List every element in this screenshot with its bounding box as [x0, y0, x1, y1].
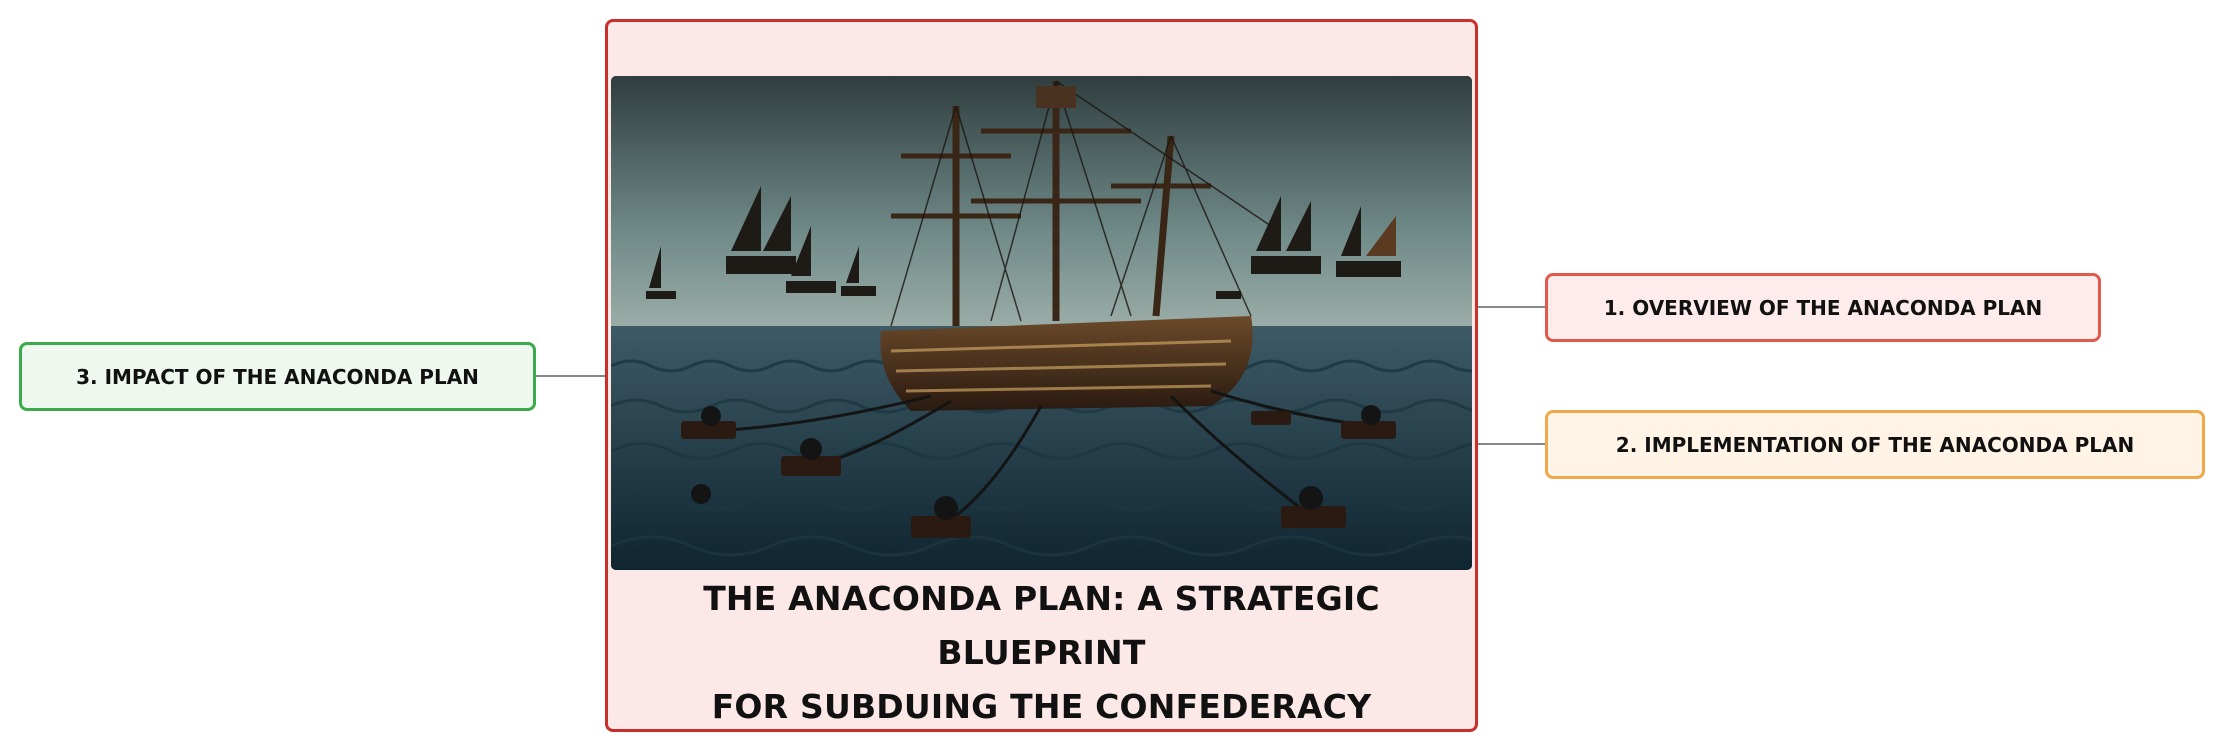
central-title-line-1: THE ANACONDA PLAN: A STRATEGIC BLUEPRINT — [703, 579, 1380, 672]
branch-overview[interactable]: 1. OVERVIEW OF THE ANACONDA PLAN — [1545, 273, 2101, 342]
central-title-line-2: FOR SUBDUING THE CONFEDERACY — [711, 687, 1372, 726]
central-topic-title: THE ANACONDA PLAN: A STRATEGIC BLUEPRINT… — [608, 572, 1475, 734]
branch-impact[interactable]: 3. IMPACT OF THE ANACONDA PLAN — [19, 342, 536, 411]
branch-implementation-label: 2. IMPLEMENTATION OF THE ANACONDA PLAN — [1615, 432, 2135, 457]
branch-overview-label: 1. OVERVIEW OF THE ANACONDA PLAN — [1603, 295, 2043, 320]
branch-implementation[interactable]: 2. IMPLEMENTATION OF THE ANACONDA PLAN — [1545, 410, 2205, 479]
naval-blockade-illustration — [611, 76, 1472, 570]
branch-impact-label: 3. IMPACT OF THE ANACONDA PLAN — [76, 364, 479, 389]
central-topic[interactable]: THE ANACONDA PLAN: A STRATEGIC BLUEPRINT… — [605, 19, 1478, 732]
